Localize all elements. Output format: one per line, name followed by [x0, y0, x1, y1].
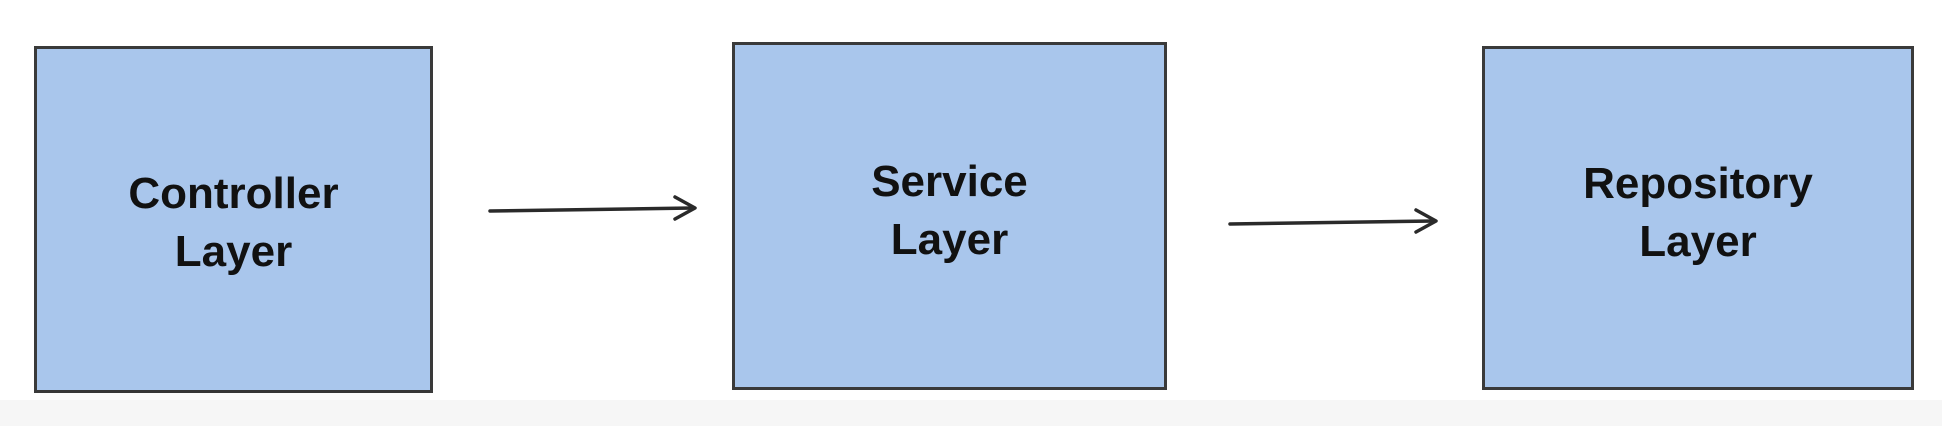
service-layer-label: Service Layer: [871, 157, 1028, 264]
controller-layer-label: Controller Layer: [128, 168, 339, 276]
service-layer-box: Service Layer: [732, 42, 1167, 390]
arrow-service-to-repository: [1228, 208, 1438, 234]
repository-layer-label: Repository Layer: [1583, 159, 1813, 266]
repository-layer-box: Repository Layer: [1482, 46, 1914, 390]
arrow-head: [1414, 208, 1438, 234]
bottom-band: [0, 400, 1942, 426]
arrow-shaft: [488, 206, 695, 213]
controller-layer-box: Controller Layer: [34, 46, 433, 393]
arrow-head: [673, 195, 697, 221]
arrow-controller-to-service: [488, 195, 697, 221]
arrow-shaft: [1228, 219, 1436, 226]
